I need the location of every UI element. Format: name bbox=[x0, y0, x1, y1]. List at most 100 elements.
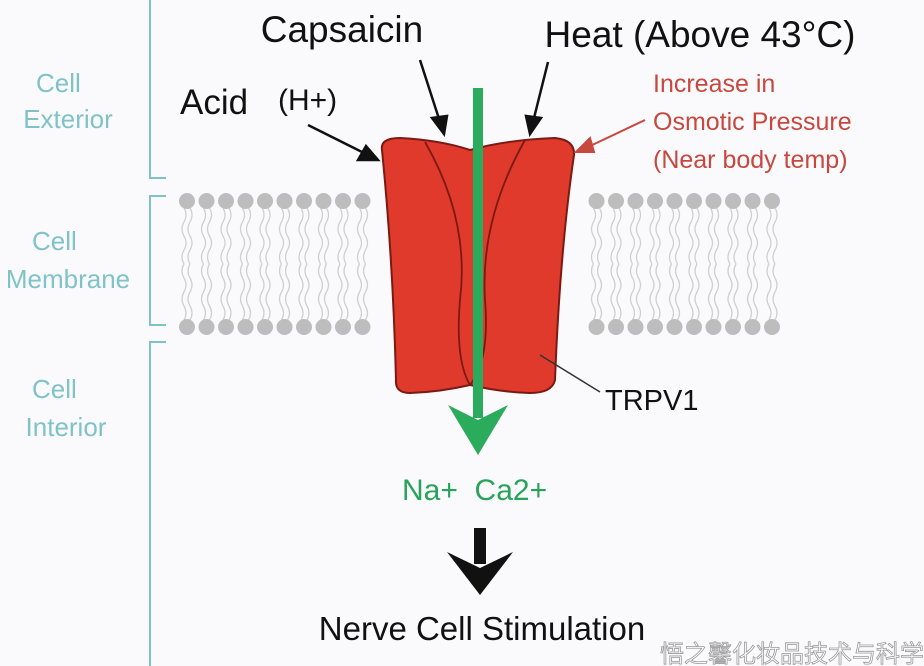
lipid-head bbox=[237, 319, 254, 335]
lipid-tail bbox=[629, 263, 642, 321]
lipid-head bbox=[705, 319, 722, 335]
lipid-head bbox=[608, 319, 624, 335]
capsaicin-label: Capsaicin bbox=[261, 9, 423, 50]
heat-label: Heat (Above 43°C) bbox=[545, 14, 856, 55]
lipid-tail bbox=[181, 207, 193, 265]
lipid-head bbox=[588, 193, 605, 209]
lipid-tail bbox=[356, 207, 369, 265]
lipid-tail bbox=[259, 207, 271, 265]
lipid-tail bbox=[727, 207, 739, 265]
lipid-tail bbox=[649, 263, 661, 321]
lipid-head bbox=[315, 319, 332, 335]
lipid-head bbox=[588, 319, 605, 335]
result-label: Nerve Cell Stimulation bbox=[319, 610, 645, 647]
lipid-head bbox=[296, 319, 312, 335]
lipid-tail bbox=[746, 263, 759, 321]
lipid-head bbox=[647, 319, 663, 335]
lipid-tail bbox=[220, 263, 232, 321]
result-arrow bbox=[447, 528, 513, 595]
lipid-tail bbox=[610, 207, 622, 265]
lipid-head bbox=[315, 193, 332, 209]
ions-label: Na+ Ca2+ bbox=[402, 474, 547, 507]
lipid-head bbox=[354, 319, 371, 335]
lipid-head bbox=[764, 193, 780, 209]
stimulus-arrows bbox=[307, 59, 550, 162]
lipid-tail bbox=[278, 263, 291, 321]
lipid-tail bbox=[259, 263, 271, 321]
interior-bracket bbox=[149, 341, 166, 666]
lipid-tail bbox=[688, 263, 700, 321]
lipid-tail bbox=[200, 207, 213, 265]
lipid-tail bbox=[317, 263, 330, 321]
lipid-head bbox=[218, 319, 234, 335]
lipid-head bbox=[276, 319, 293, 335]
lipid-head bbox=[335, 193, 351, 209]
lipid-tail bbox=[317, 207, 330, 265]
lipid-head bbox=[666, 319, 683, 335]
lipid-head bbox=[276, 193, 293, 209]
lipid-tail bbox=[688, 207, 700, 265]
lipid-head bbox=[257, 193, 273, 209]
lipid-tail bbox=[298, 263, 310, 321]
lipid-head bbox=[627, 319, 644, 335]
acid-ion-label: (H+) bbox=[278, 84, 337, 117]
lipid-tail bbox=[766, 263, 778, 321]
lipid-tail bbox=[766, 207, 778, 265]
lipid-tail bbox=[278, 207, 291, 265]
osmotic-pressure-label: Increase in Osmotic Pressure (Near body … bbox=[653, 70, 859, 174]
lipid-head bbox=[335, 319, 351, 335]
lipid-tail bbox=[220, 207, 232, 265]
lipid-head bbox=[725, 193, 741, 209]
lipid-bilayer bbox=[179, 193, 780, 335]
lipid-tail bbox=[200, 263, 213, 321]
lipid-head bbox=[725, 319, 741, 335]
lipid-head bbox=[179, 319, 195, 335]
lipid-head bbox=[647, 193, 663, 209]
region-exterior-label: Cell Exterior bbox=[23, 68, 113, 134]
membrane-bracket bbox=[149, 195, 166, 326]
region-membrane-label: Cell Membrane bbox=[6, 226, 130, 294]
lipid-tail bbox=[337, 207, 349, 265]
lipid-tail bbox=[356, 263, 369, 321]
lipid-tail bbox=[727, 263, 739, 321]
lipid-tail bbox=[668, 207, 681, 265]
lipid-head bbox=[666, 193, 683, 209]
lipid-head bbox=[705, 193, 722, 209]
watermark: 悟之馨化妆品技术与科学 bbox=[660, 641, 924, 666]
lipid-tail bbox=[649, 207, 661, 265]
lipid-head bbox=[608, 193, 624, 209]
lipid-head bbox=[627, 193, 644, 209]
exterior-bracket bbox=[149, 0, 166, 179]
lipid-tail bbox=[239, 263, 252, 321]
ion-flow-arrow bbox=[448, 88, 508, 455]
lipid-head bbox=[179, 193, 195, 209]
lipid-head bbox=[237, 193, 254, 209]
lipid-tail bbox=[746, 207, 759, 265]
osmotic-arrow bbox=[573, 119, 646, 153]
lipid-tail bbox=[239, 207, 252, 265]
lipid-head bbox=[218, 193, 234, 209]
lipid-head bbox=[257, 319, 273, 335]
lipid-tail bbox=[610, 263, 622, 321]
lipid-tail bbox=[590, 207, 603, 265]
trpv1-label: TRPV1 bbox=[605, 385, 698, 417]
lipid-tail bbox=[181, 263, 193, 321]
lipid-head bbox=[198, 193, 215, 209]
lipid-head bbox=[686, 193, 702, 209]
lipid-tail bbox=[707, 263, 720, 321]
lipid-tail bbox=[668, 263, 681, 321]
lipid-tail bbox=[590, 263, 603, 321]
lipid-head bbox=[686, 319, 702, 335]
lipid-tail bbox=[337, 263, 349, 321]
lipid-tail bbox=[298, 207, 310, 265]
lipid-tail bbox=[629, 207, 642, 265]
region-interior-label: Cell Interior bbox=[26, 374, 107, 442]
lipid-head bbox=[764, 319, 780, 335]
lipid-tail bbox=[707, 207, 720, 265]
lipid-head bbox=[744, 319, 761, 335]
trpv1-pointer bbox=[539, 354, 601, 393]
lipid-head bbox=[198, 319, 215, 335]
lipid-head bbox=[354, 193, 371, 209]
region-brackets bbox=[149, 0, 166, 666]
